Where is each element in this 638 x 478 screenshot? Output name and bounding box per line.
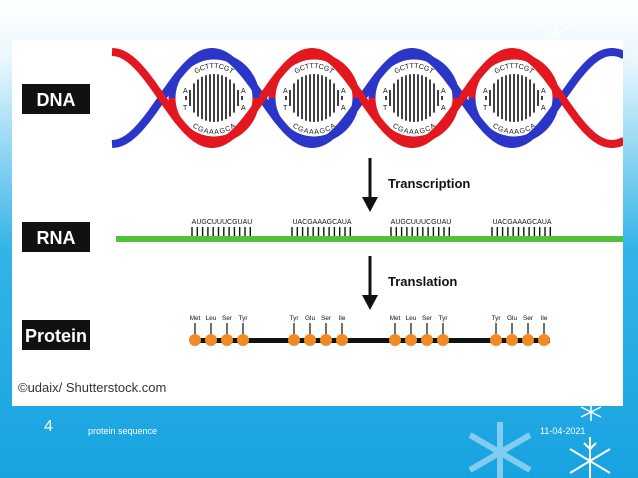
svg-text:A: A — [341, 88, 346, 95]
amino-acid: Ser — [320, 315, 332, 346]
svg-text:A: A — [441, 105, 446, 112]
rna-sequence: UACGAAAGCAUA — [491, 219, 552, 236]
amino-acid: Glu — [304, 315, 316, 346]
svg-text:A: A — [241, 105, 246, 112]
transcription-arrow — [362, 158, 378, 212]
svg-text:Leu: Leu — [206, 315, 217, 322]
amino-acid: Ile — [538, 315, 550, 346]
svg-text:Glu: Glu — [507, 315, 518, 322]
dna-label-box: DNA — [22, 84, 90, 114]
dna-sequence-top: GCTTTCGT — [494, 63, 536, 76]
amino-acid: Leu — [405, 315, 417, 346]
protein-label-box: Protein — [22, 320, 90, 350]
amino-acid: Tyr — [288, 315, 300, 346]
svg-text:A: A — [541, 88, 546, 95]
amino-acid: Ser — [522, 315, 534, 346]
svg-text:Met: Met — [190, 315, 201, 322]
svg-text:Glu: Glu — [305, 315, 316, 322]
svg-text:Tyr: Tyr — [438, 315, 448, 322]
snowflake-icon — [569, 437, 611, 478]
svg-text:Tyr: Tyr — [491, 315, 501, 322]
svg-text:A: A — [241, 88, 246, 95]
footer-title: protein sequence — [88, 426, 158, 436]
svg-text:T: T — [483, 105, 488, 112]
credit-text: ©udaix/ Shutterstock.com — [18, 380, 166, 395]
amino-acid: Ser — [421, 315, 433, 346]
footer-date: 11-04-2021 — [540, 426, 586, 436]
snowflake-icon — [580, 403, 602, 421]
translation-label: Translation — [388, 274, 457, 289]
svg-text:AUGCUUUCGUAU: AUGCUUUCGUAU — [192, 219, 253, 226]
amino-acid: Tyr — [490, 315, 502, 346]
amino-acid: Tyr — [437, 315, 449, 346]
svg-text:Ser: Ser — [321, 315, 332, 322]
svg-text:T: T — [283, 105, 288, 112]
svg-text:A: A — [483, 88, 488, 95]
svg-text:AUGCUUUCGUAU: AUGCUUUCGUAU — [391, 219, 452, 226]
transcription-label: Transcription — [388, 176, 470, 191]
amino-acid: Tyr — [237, 315, 249, 346]
svg-text:A: A — [341, 105, 346, 112]
amino-acid: Met — [189, 315, 201, 346]
amino-acid: Ile — [336, 315, 348, 346]
svg-text:Tyr: Tyr — [238, 315, 248, 322]
protein-label: Protein — [25, 326, 87, 346]
amino-acid: Met — [389, 315, 401, 346]
rna-sequence: AUGCUUUCGUAU — [390, 219, 452, 236]
svg-text:A: A — [183, 88, 188, 95]
svg-text:T: T — [183, 105, 188, 112]
amino-acid: Leu — [205, 315, 217, 346]
translation-arrow — [362, 256, 378, 310]
svg-text:Ser: Ser — [422, 315, 433, 322]
dna-sequence-top: GCTTTCGT — [394, 63, 436, 76]
svg-text:Met: Met — [390, 315, 401, 322]
svg-text:A: A — [383, 88, 388, 95]
dna-sequence-top: GCTTTCGT — [294, 63, 336, 76]
protein-chain — [192, 338, 550, 343]
rna-label: RNA — [37, 228, 76, 248]
svg-text:A: A — [441, 88, 446, 95]
amino-acid: Ser — [221, 315, 233, 346]
amino-acid: Glu — [506, 315, 518, 346]
svg-text:A: A — [541, 105, 546, 112]
svg-text:Ser: Ser — [222, 315, 233, 322]
rna-label-box: RNA — [22, 222, 90, 252]
rna-sequence: UACGAAAGCAUA — [291, 219, 352, 236]
slide-number: 4 — [44, 418, 53, 435]
svg-text:A: A — [283, 88, 288, 95]
snowflake-icon — [468, 422, 532, 478]
dna-sequence-top: GCTTTCGT — [194, 63, 236, 76]
rna-sequence: AUGCUUUCGUAU — [191, 219, 253, 236]
svg-text:T: T — [383, 105, 388, 112]
svg-text:UACGAAAGCAUA: UACGAAAGCAUA — [492, 219, 551, 226]
dna-label: DNA — [37, 90, 76, 110]
svg-text:Ser: Ser — [523, 315, 534, 322]
svg-text:Ile: Ile — [541, 315, 548, 322]
svg-text:Leu: Leu — [406, 315, 417, 322]
rna-strand — [116, 236, 624, 242]
svg-text:UACGAAAGCAUA: UACGAAAGCAUA — [292, 219, 351, 226]
svg-text:Ile: Ile — [339, 315, 346, 322]
svg-text:Tyr: Tyr — [289, 315, 299, 322]
